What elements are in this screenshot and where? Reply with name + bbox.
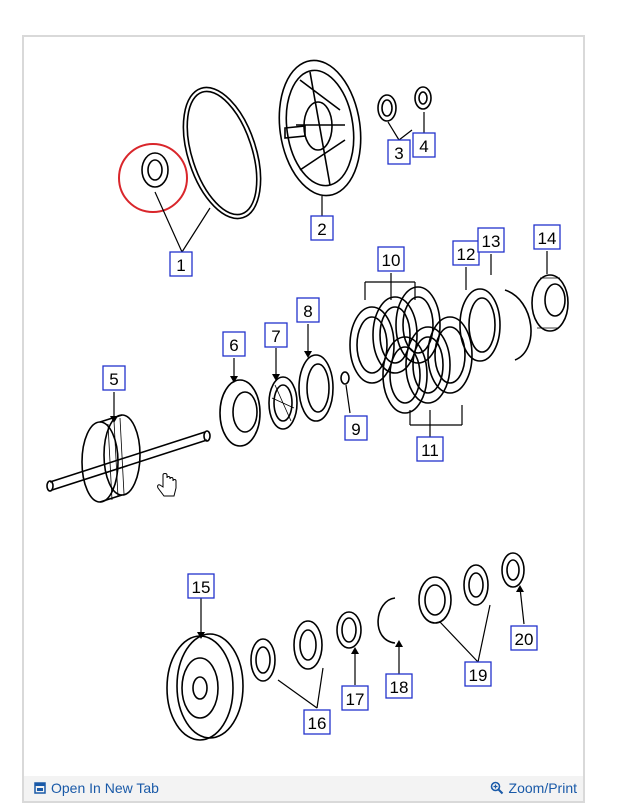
open-in-new-tab-link[interactable]: Open In New Tab xyxy=(34,780,159,796)
label-8: 8 xyxy=(303,302,312,321)
part-7-bearing xyxy=(268,376,298,430)
part-17-race xyxy=(336,611,362,649)
label-15: 15 xyxy=(192,578,211,597)
label-11: 11 xyxy=(421,441,439,460)
part-2-pump-housing xyxy=(278,59,362,197)
part-15-drum-gear xyxy=(166,633,244,741)
part-18-snap-ring xyxy=(377,597,396,644)
label-13: 13 xyxy=(482,232,501,251)
label-16: 16 xyxy=(308,714,327,733)
zoom-print-label: Zoom/Print xyxy=(508,780,577,796)
label-10: 10 xyxy=(382,251,401,270)
part-6-thrust-plate xyxy=(219,379,261,447)
zoom-icon xyxy=(490,781,503,795)
label-1: 1 xyxy=(176,256,185,275)
label-12: 12 xyxy=(457,245,476,264)
label-17: 17 xyxy=(346,690,365,709)
part-16-bearings xyxy=(250,620,323,682)
part-12-plate xyxy=(459,288,501,362)
part-5-shaft-gear xyxy=(46,414,211,503)
part-19-races xyxy=(418,564,489,624)
open-in-new-tab-icon xyxy=(34,782,46,794)
leader-lines xyxy=(113,112,548,709)
label-5: 5 xyxy=(109,370,118,389)
arrowheads xyxy=(110,351,524,654)
part-4-washer xyxy=(414,86,432,110)
label-4: 4 xyxy=(419,137,428,156)
open-in-new-tab-label: Open In New Tab xyxy=(51,780,159,796)
label-6: 6 xyxy=(229,336,238,355)
hand-cursor-icon xyxy=(157,473,177,497)
label-boxes xyxy=(102,132,561,735)
footer-bar: Open In New Tab Zoom/Print xyxy=(24,776,583,801)
label-9: 9 xyxy=(351,420,360,439)
label-19: 19 xyxy=(469,666,488,685)
zoom-print-link[interactable]: Zoom/Print xyxy=(490,780,577,796)
part-1-seal xyxy=(141,152,169,188)
part-1-o-ring xyxy=(182,86,262,220)
label-14: 14 xyxy=(538,229,557,248)
label-7: 7 xyxy=(271,327,280,346)
part-10-11-clutch-pack xyxy=(349,286,473,414)
part-20-bearing xyxy=(501,552,525,588)
label-20: 20 xyxy=(515,630,534,649)
label-2: 2 xyxy=(317,220,326,239)
label-18: 18 xyxy=(390,678,409,697)
part-3-seal xyxy=(377,94,397,122)
part-9-snap-ring xyxy=(340,371,350,385)
part-14-gear xyxy=(531,274,569,332)
highlight-circle xyxy=(118,143,188,213)
part-13-snap-ring xyxy=(504,289,532,361)
part-8-race xyxy=(298,354,334,422)
label-3: 3 xyxy=(394,144,403,163)
